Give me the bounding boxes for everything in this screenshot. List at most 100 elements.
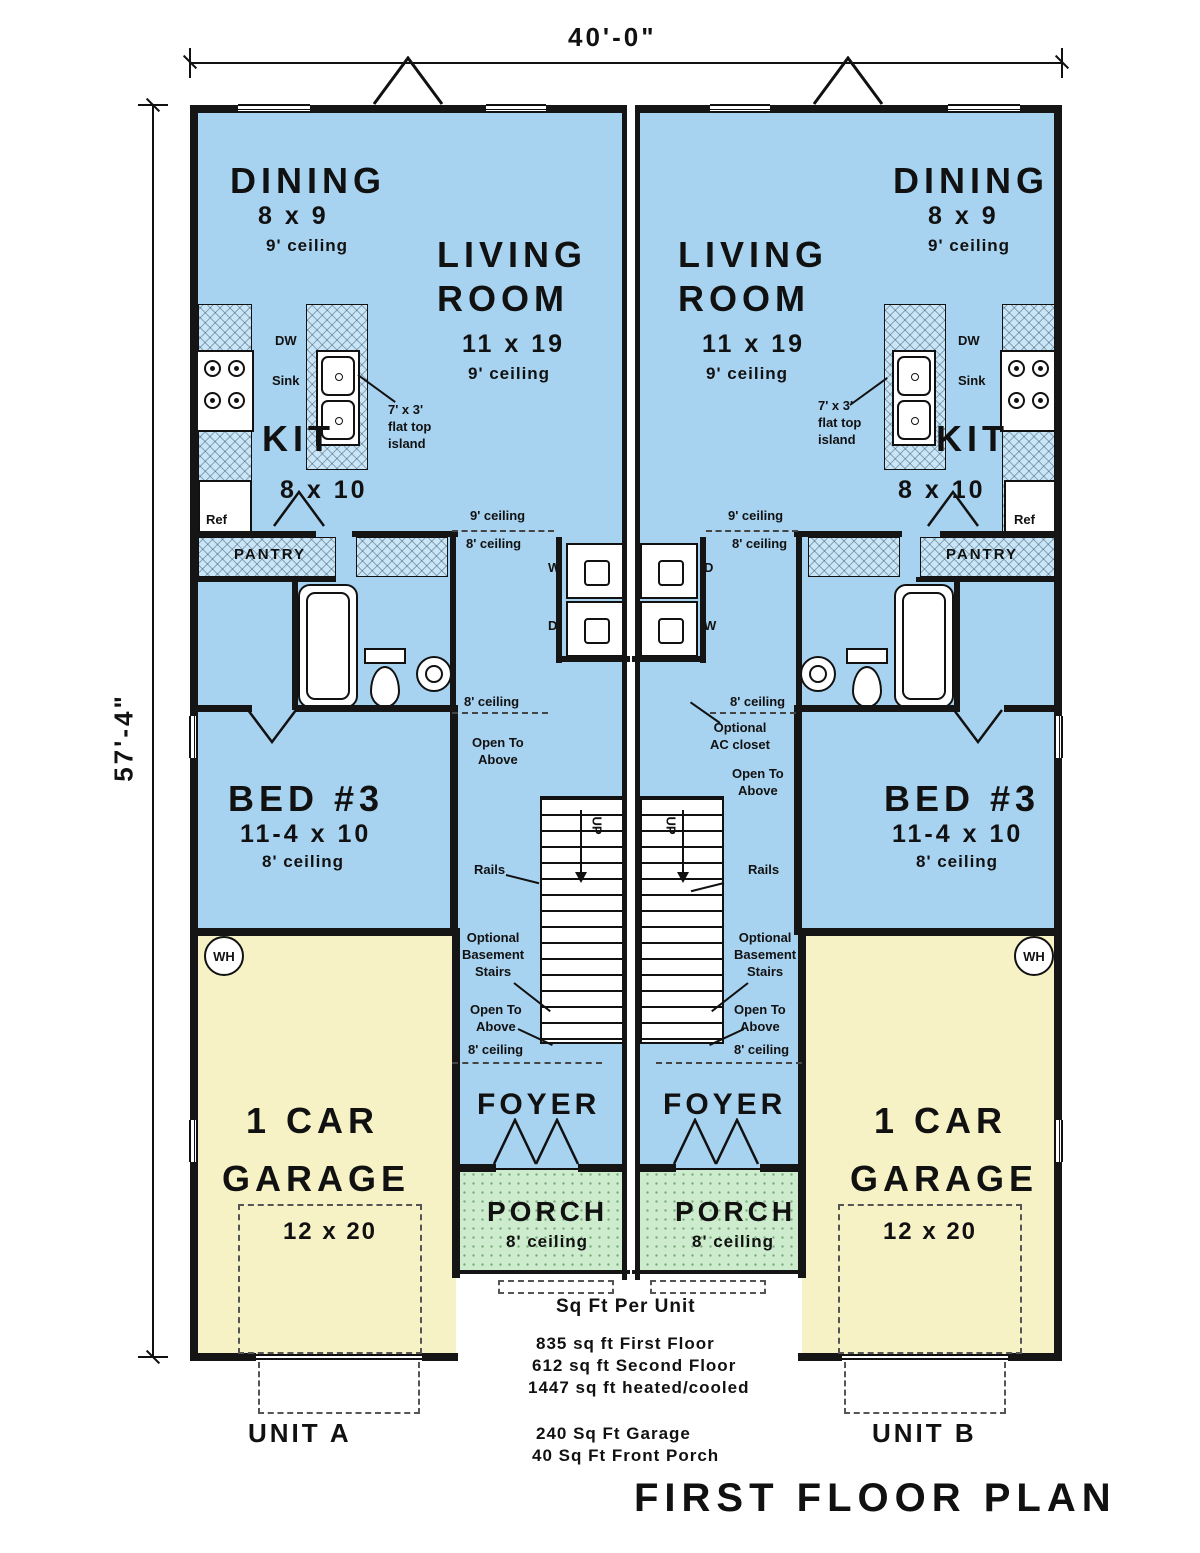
garage-door-a [256, 1354, 422, 1360]
garage-size: 12 x 20 [282, 1218, 378, 1245]
room-size-bed3: 11-4 x 10 [240, 820, 372, 848]
ref-label: Ref [206, 512, 227, 527]
room-label-bed3: BED #3 [884, 778, 1041, 819]
stair-up-label: UP [589, 816, 605, 835]
wall [794, 705, 802, 935]
bathtub-b [894, 584, 954, 708]
wall [450, 537, 456, 712]
pantry-shelf-a [198, 537, 336, 577]
porch-step [650, 1280, 766, 1294]
pantry-label: PANTRY [946, 546, 1018, 563]
room-label-living: ROOM [678, 278, 810, 319]
stair-up-arrow [580, 810, 582, 874]
dimension-width-label: 40'-0" [568, 22, 657, 52]
dimension-height-label: 57'-4" [108, 693, 139, 782]
refrigerator-a [198, 480, 252, 534]
wall [954, 578, 960, 710]
burner-icon [1008, 392, 1025, 409]
porch-edge [632, 1270, 802, 1274]
pantry-label: PANTRY [234, 546, 306, 563]
wall [632, 656, 706, 662]
bathtub-a [298, 584, 358, 708]
room-label-foyer: FOYER [477, 1088, 601, 1121]
room-label-living: ROOM [437, 278, 569, 319]
closet-shelf-b [808, 537, 900, 577]
sqft-garage: 240 Sq Ft Garage [536, 1424, 691, 1443]
wall [194, 705, 252, 712]
wall [940, 531, 1058, 537]
lavatory-sink [800, 656, 836, 692]
toilet-bowl [370, 666, 400, 708]
room-label-porch: PORCH [487, 1196, 609, 1227]
wall [556, 537, 562, 663]
room-size-living: 11 x 19 [702, 330, 806, 358]
rails-note: Rails [748, 862, 780, 877]
room-label-foyer: FOYER [663, 1088, 787, 1121]
room-label-garage: 1 CAR [246, 1100, 380, 1141]
stair-up-arrowhead [677, 872, 689, 883]
room-label-garage: GARAGE [850, 1158, 1039, 1199]
ceiling-break-line [452, 530, 554, 532]
wall [798, 928, 806, 1278]
closet-shelf-a [356, 537, 448, 577]
dryer-a [566, 601, 624, 657]
party-wall [622, 105, 627, 1280]
sqft-porch: 40 Sq Ft Front Porch [532, 1446, 720, 1465]
wall [296, 705, 458, 712]
dw-label: DW [958, 333, 980, 348]
toilet-tank [846, 648, 888, 664]
open-above-note: Open To Above [472, 735, 524, 767]
wall [292, 578, 298, 710]
window-icon [238, 104, 310, 113]
sink-label: Sink [958, 373, 986, 388]
ceiling-note-8: 8' ceiling [730, 694, 786, 709]
room-label-kitchen: KIT [936, 418, 1009, 459]
room-ceiling-dining: 9' ceiling [928, 236, 1011, 255]
porch-edge [458, 1270, 630, 1274]
room-size-kitchen: 8 x 10 [280, 476, 368, 504]
stairs-unit-a [540, 796, 624, 1044]
ac-closet-note: Optional AC closet [710, 720, 770, 752]
window-icon [189, 1120, 198, 1162]
room-size-kitchen: 8 x 10 [898, 476, 986, 504]
dryer-label: D [548, 618, 558, 633]
wall [452, 928, 460, 1278]
wall [636, 1164, 676, 1172]
unit-a-label: UNIT A [248, 1418, 352, 1448]
sink-basin [321, 356, 355, 396]
gable-icon [372, 56, 444, 105]
wall [450, 705, 458, 935]
dimension-line-left [152, 105, 154, 1358]
room-ceiling-porch: 8' ceiling [692, 1232, 775, 1251]
wall [1004, 705, 1058, 712]
garage-door-b [842, 1354, 1008, 1360]
wall [700, 537, 706, 663]
room-ceiling-dining: 9' ceiling [266, 236, 349, 255]
basement-stairs-note: Optional Basement Stairs [734, 930, 797, 979]
sqft-first-floor: 835 sq ft First Floor [536, 1334, 715, 1353]
room-size-dining: 8 x 9 [258, 202, 329, 230]
wall [796, 537, 802, 712]
party-wall [635, 105, 640, 1280]
ceiling-note-8: 8' ceiling [734, 1042, 790, 1057]
entry-door-chevrons-icon [492, 1118, 580, 1165]
basement-stairs-note: Optional Basement Stairs [462, 930, 525, 979]
wall [1008, 1353, 1062, 1361]
room-size-living: 11 x 19 [462, 330, 566, 358]
water-heater-b: WH [1014, 936, 1054, 976]
burner-icon [228, 392, 245, 409]
sink-label: Sink [272, 373, 300, 388]
dryer-label: D [704, 560, 714, 575]
garage-apron [844, 1362, 1006, 1414]
wall [798, 928, 1062, 936]
sqft-header: Sq Ft Per Unit [556, 1296, 696, 1317]
ceiling-note-9: 9' ceiling [728, 508, 784, 523]
room-label-garage: 1 CAR [874, 1100, 1008, 1141]
room-label-dining: DINING [230, 160, 386, 201]
wall [556, 656, 630, 662]
door-chevron-icon [926, 490, 980, 527]
burner-icon [1032, 392, 1049, 409]
toilet-bowl [852, 666, 882, 708]
dryer-b [640, 543, 698, 599]
